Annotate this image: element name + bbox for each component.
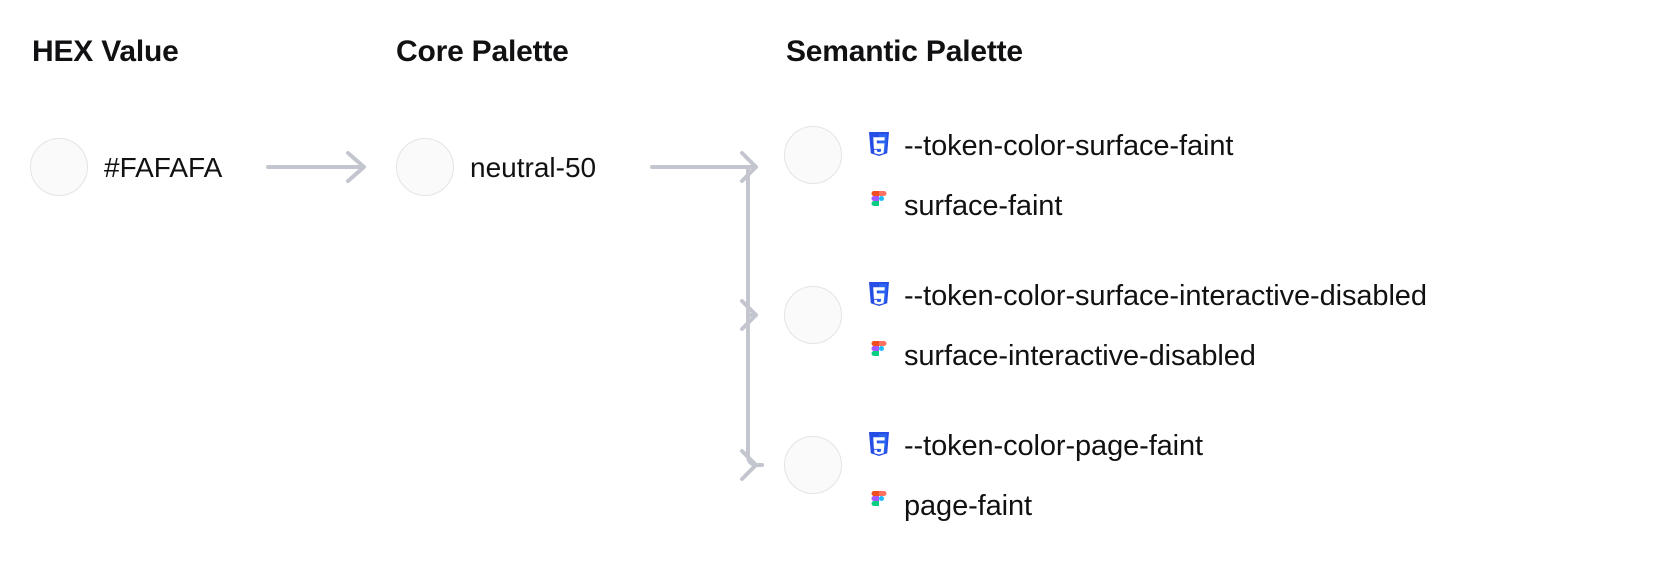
semantic-token-group: --token-color-surface-interactive-disabl… (866, 266, 1427, 386)
figma-token-name: surface-interactive-disabled (904, 339, 1256, 372)
figma-icon (866, 491, 892, 521)
branch-2-head (740, 299, 758, 331)
semantic-token-group: --token-color-page-faint page-faint (866, 416, 1203, 536)
swatch-semantic-surface-faint (784, 126, 842, 184)
swatch-core-neutral-50 (396, 138, 454, 196)
figma-token-name: page-faint (904, 489, 1032, 522)
css3-icon (866, 131, 892, 161)
figma-icon (866, 341, 892, 371)
semantic-token-group: --token-color-surface-faint surface-fain… (866, 116, 1233, 236)
figma-token-line: page-faint (866, 476, 1203, 536)
branch-1-head (740, 151, 758, 183)
css-token-line: --token-color-surface-faint (866, 116, 1233, 176)
arrow-hex-to-core-head (346, 151, 366, 183)
column-heading-core-palette: Core Palette (396, 35, 569, 68)
swatch-semantic-page-faint (784, 436, 842, 494)
column-heading-semantic-palette: Semantic Palette (786, 35, 1023, 68)
css3-icon (866, 281, 892, 311)
connector-trunk-vertical (746, 165, 764, 467)
figma-token-line: surface-interactive-disabled (866, 326, 1427, 386)
css-token-line: --token-color-page-faint (866, 416, 1203, 476)
figma-token-line: surface-faint (866, 176, 1233, 236)
swatch-semantic-surface-interactive-disabled (784, 286, 842, 344)
core-palette-value-label: neutral-50 (470, 152, 597, 183)
figma-token-name: surface-faint (904, 189, 1063, 222)
column-heading-hex-value: HEX Value (32, 35, 179, 68)
hex-value-label: #FAFAFA (104, 152, 223, 183)
css-token-name: --token-color-surface-interactive-disabl… (904, 279, 1427, 312)
branch-3-head (740, 449, 758, 481)
css3-icon (866, 431, 892, 461)
css-token-name: --token-color-surface-faint (904, 129, 1234, 162)
swatch-hex-value (30, 138, 88, 196)
figma-icon (866, 191, 892, 221)
css-token-name: --token-color-page-faint (904, 429, 1204, 462)
css-token-line: --token-color-surface-interactive-disabl… (866, 266, 1427, 326)
